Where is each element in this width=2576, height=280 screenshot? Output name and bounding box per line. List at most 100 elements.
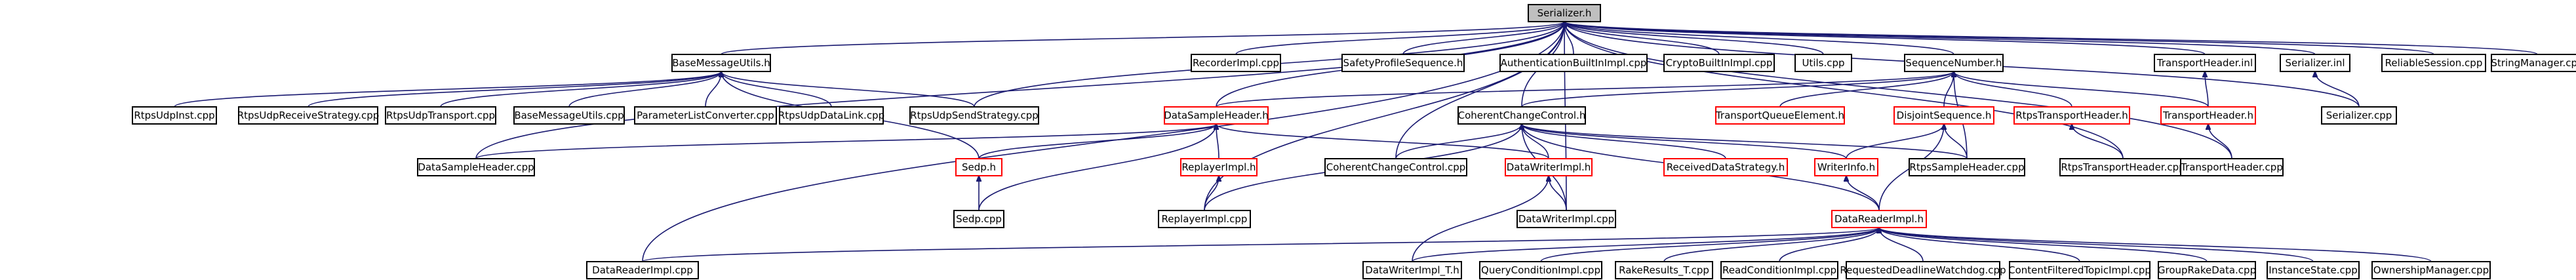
node-label: WriterInfo.h [1817,161,1875,173]
node-label: RtpsSampleHeader.cpp [1909,161,2024,173]
node-box [2381,54,2486,72]
file-node-grouprakedata-cpp[interactable]: GroupRakeData.cpp [2158,261,2256,279]
file-node-requesteddeadlinewatchdog-cpp[interactable]: RequestedDeadlineWatchdog.cpp [1840,261,2006,279]
dependency-edge-rtpstransportheader_cpp-to-serializer_h [1564,22,2124,159]
file-node-sequencenumber-h[interactable]: SequenceNumber.h [1904,54,2004,72]
dependency-edge-disjointsequence_h-to-sequencenumber_h [1943,71,1954,108]
node-box [2009,261,2150,279]
file-node-queryconditionimpl-cpp[interactable]: QueryConditionImpl.cpp [1479,261,1602,279]
file-node-datareaderimpl-h[interactable]: DataReaderImpl.h [1831,210,1927,228]
file-node-sedp-h[interactable]: Sedp.h [955,158,1002,176]
node-label: DataWriterImpl_T.h [1365,264,1459,277]
file-node-stringmanager-cpp[interactable]: StringManager.cpp [2491,54,2576,72]
dependency-edge-datasampleheader_cpp-to-datasampleheader_h [475,124,1216,159]
dependency-edge-datasampleheader_h-to-sequencenumber_h [1216,71,1954,108]
node-label: ReplayerImpl.cpp [1162,213,1248,225]
node-box [238,106,378,125]
file-node-datasampleheader-cpp[interactable]: DataSampleHeader.cpp [417,158,535,176]
file-node-rtpsudptransport-cpp[interactable]: RtpsUdpTransport.cpp [385,106,496,125]
node-box [2154,54,2256,72]
file-node-replayerimpl-cpp[interactable]: ReplayerImpl.cpp [1158,210,1251,228]
dependency-edge-datasampleheader_cpp-to-serializer_h [475,22,1564,159]
file-node-rtpsudpinst-cpp[interactable]: RtpsUdpInst.cpp [132,106,217,125]
node-label: QueryConditionImpl.cpp [1481,264,1600,276]
node-label: BaseMessageUtils.cpp [514,110,624,121]
file-node-serializer-inl[interactable]: Serializer.inl [2280,54,2350,72]
file-node-datawriterimpl-t-h[interactable]: DataWriterImpl_T.h [1362,261,1462,279]
file-node-authbuiltin-cpp[interactable]: AuthenticationBuiltInImpl.cpp [1499,54,1648,72]
file-node-rtpstransportheader-cpp[interactable]: RtpsTransportHeader.cpp [2059,158,2187,176]
node-label: Serializer.inl [2285,57,2345,69]
node-box [671,54,771,72]
file-node-rtpsudpsendstrategy-cpp[interactable]: RtpsUdpSendStrategy.cpp [909,106,1039,125]
file-node-coherentchangecontrol-cpp[interactable]: CoherentChangeControl.cpp [1324,158,1467,176]
dependency-edge-sequencenumber_h-to-serializer_h [1564,22,1954,55]
file-node-datawriterimpl-h[interactable]: DataWriterImpl.h [1505,158,1593,176]
file-node-serializer-cpp[interactable]: Serializer.cpp [2321,106,2397,125]
file-node-replayerimpl-h[interactable]: ReplayerImpl.h [1180,158,1258,176]
file-node-coherentchangecontrol-h[interactable]: CoherentChangeControl.h [1457,106,1586,125]
node-label: TransportHeader.inl [2156,57,2253,69]
node-box [586,261,699,279]
file-node-transportheader-inl[interactable]: TransportHeader.inl [2154,54,2256,72]
dependency-edge-rtpsudpinst_cpp-to-basemessageutils_h [174,71,721,108]
file-node-writerinfo-h[interactable]: WriterInfo.h [1814,158,1878,176]
node-label: RtpsUdpDataLink.cpp [778,110,884,121]
node-box [1180,158,1258,176]
file-node-rtpsudpdatalink-cpp[interactable]: RtpsUdpDataLink.cpp [778,106,884,125]
node-box [2059,158,2187,176]
dependency-edge-rtpsudpdatalink_cpp-to-basemessageutils_h [721,71,832,108]
dependency-edge-transportheader_h-to-sequencenumber_h [1954,71,2209,108]
dependency-edge-basemessageutils_h-to-serializer_h [721,22,1564,55]
file-node-basemessageutils-h[interactable]: BaseMessageUtils.h [671,54,771,72]
file-node-rakeresults-t-cpp[interactable]: RakeResults_T.cpp [1615,261,1713,279]
dependency-edge-sedp_cpp-to-datasampleheader_h [978,124,1216,211]
file-node-receiveddatastrategy-h[interactable]: ReceivedDataStrategy.h [1663,158,1788,176]
file-node-rtpstransportheader-h[interactable]: RtpsTransportHeader.h [2013,106,2130,125]
file-node-readconditionimpl-cpp[interactable]: ReadConditionImpl.cpp [1720,261,1838,279]
node-label: ReadConditionImpl.cpp [1722,264,1836,276]
file-node-parameterlistconverter-cpp[interactable]: ParameterListConverter.cpp [634,106,777,125]
node-box [1479,261,1602,279]
file-node-recorderimpl-cpp[interactable]: RecorderImpl.cpp [1191,54,1281,72]
dependency-edge-transportheader_h-to-transportheader_inl [2205,71,2209,108]
file-node-safetyprofilesequence-h[interactable]: SafetyProfileSequence.h [1341,54,1465,72]
dependency-edge-receiveddatastrategy_h-to-coherentchangecontrol_h [1522,124,1726,159]
node-label: RtpsUdpTransport.cpp [386,110,495,121]
node-box [1663,158,1788,176]
node-box [1846,261,2000,279]
node-box [2180,158,2284,176]
file-node-rtpssampleheader-cpp[interactable]: RtpsSampleHeader.cpp [1909,158,2025,176]
node-label: Sedp.cpp [956,213,1002,225]
node-label: Utils.cpp [1802,57,1844,69]
file-node-reliablesession-cpp[interactable]: ReliableSession.cpp [2381,54,2486,72]
node-box [1663,54,1775,72]
node-label: RequestedDeadlineWatchdog.cpp [1840,264,2006,276]
node-label: Serializer.cpp [2326,110,2392,121]
file-node-contentfilteredtopicimpl-cpp[interactable]: ContentFilteredTopicImpl.cpp [2008,261,2151,279]
file-node-rtpsudpreceivestrategy-cpp[interactable]: RtpsUdpReceiveStrategy.cpp [237,106,380,125]
file-node-datareaderimpl-cpp[interactable]: DataReaderImpl.cpp [586,261,699,279]
file-node-serializer-h[interactable]: Serializer.h [1528,4,1601,22]
file-node-datawriterimpl-cpp[interactable]: DataWriterImpl.cpp [1516,210,1616,228]
dependency-edge-basemessageutils_cpp-to-basemessageutils_h [568,71,721,108]
file-node-transportheader-h[interactable]: TransportHeader.h [2160,106,2256,125]
node-box [1909,158,2025,176]
file-node-basemessageutils-cpp[interactable]: BaseMessageUtils.cpp [513,106,625,125]
dependency-edge-writerinfo_h-to-disjointsequence_h [1846,124,1944,159]
dependency-edge-safetyprofilesequence_h-to-serializer_h [1402,22,1564,55]
file-node-disjointsequence-h[interactable]: DisjointSequence.h [1893,106,1994,125]
file-node-sedp-cpp[interactable]: Sedp.cpp [953,210,1004,228]
file-node-ownershipmanager-cpp[interactable]: OwnershipManager.cpp [2371,261,2491,279]
file-node-transportheader-cpp[interactable]: TransportHeader.cpp [2180,158,2284,176]
file-node-cryptobuiltin-cpp[interactable]: CryptoBuiltInImpl.cpp [1663,54,1775,72]
file-node-utils-cpp[interactable]: Utils.cpp [1794,54,1852,72]
node-box [385,106,496,125]
file-node-transportqueueelement-h[interactable]: TransportQueueElement.h [1715,106,1845,125]
node-box [1191,54,1281,72]
node-label: RtpsTransportHeader.h [2015,110,2128,121]
node-label: Sedp.h [962,161,996,173]
node-box [1362,261,1462,279]
file-node-instancestate-cpp[interactable]: InstanceState.cpp [2267,261,2360,279]
file-node-datasampleheader-h[interactable]: DataSampleHeader.h [1164,106,1269,125]
